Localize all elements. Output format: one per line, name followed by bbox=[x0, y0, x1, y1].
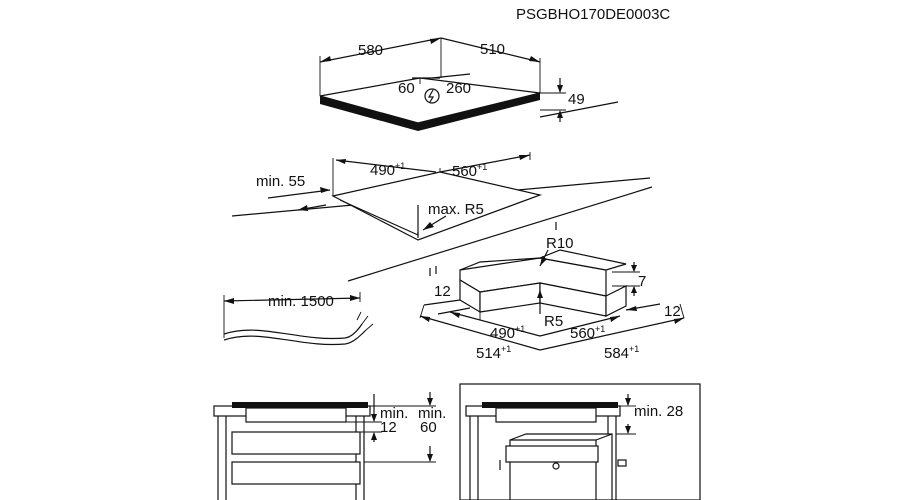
cable-drawing: min. 1500 bbox=[223, 292, 374, 346]
cutout-drawing: min. 55 490+1 560+1 max. R5 bbox=[231, 152, 653, 282]
frame-outer-depth-value: 584 bbox=[604, 345, 629, 362]
drawer-upper bbox=[231, 431, 361, 455]
hob-drawing: 580 510 49 60 260 bbox=[319, 37, 585, 131]
frame-inner-depth-tol: +1 bbox=[595, 324, 605, 334]
hob-width-dim: 580 bbox=[358, 42, 383, 59]
drawer-lower bbox=[231, 461, 361, 485]
cutout-width-tol: +1 bbox=[395, 161, 405, 171]
frame-outer-width-value: 514 bbox=[476, 345, 501, 362]
cable-line bbox=[223, 323, 363, 340]
cutout-depth-value: 560 bbox=[452, 163, 477, 180]
frame-margin-left-dim: 12 bbox=[434, 283, 451, 300]
lightning-icon bbox=[424, 88, 440, 104]
cable-length-dim: min. 1500 bbox=[268, 293, 334, 310]
install-drawers-drawing: min. 12 min. 60 bbox=[213, 392, 446, 500]
install-oven-drawing: min. 28 bbox=[459, 383, 701, 500]
drawers-min-label-b: min. bbox=[418, 405, 446, 422]
cutout-depth-tol: +1 bbox=[477, 162, 487, 172]
frame-outer-depth-tol: +1 bbox=[629, 344, 639, 354]
cutout-opening bbox=[331, 171, 543, 241]
drawers-value-a: 12 bbox=[380, 419, 397, 436]
worktop-edge-top bbox=[539, 101, 619, 118]
frame-outer-width-dim: 514+1 bbox=[476, 344, 511, 362]
hob-depth-dim: 510 bbox=[480, 41, 505, 58]
frame-inner-width-dim: 490+1 bbox=[490, 324, 525, 342]
cutout-depth-dim: 560+1 bbox=[452, 162, 487, 180]
frame-drawing: R10 7 12 12 R5 490+1 560+1 bbox=[419, 235, 685, 362]
cutout-width-value: 490 bbox=[370, 162, 395, 179]
connection-x-dim: 60 bbox=[398, 80, 415, 97]
cutout-width-dim: 490+1 bbox=[370, 161, 405, 179]
hob-side-edge bbox=[418, 93, 540, 131]
frame-inner-radius-dim: R5 bbox=[544, 313, 563, 330]
oven-body bbox=[509, 433, 613, 500]
min-front-dim: min. 55 bbox=[256, 173, 305, 190]
hob-height-dim: 49 bbox=[568, 91, 585, 108]
hob-top-surface bbox=[319, 77, 541, 124]
oven-min-gap-dim: min. 28 bbox=[634, 403, 683, 420]
frame-inner-width-tol: +1 bbox=[515, 324, 525, 334]
cutout-radius-dim: max. R5 bbox=[428, 201, 484, 218]
frame-inner-depth-dim: 560+1 bbox=[570, 324, 605, 342]
frame-outer-depth-dim: 584+1 bbox=[604, 344, 639, 362]
frame-outer-radius-dim: R10 bbox=[546, 235, 574, 252]
frame-height-dim: 7 bbox=[638, 273, 646, 290]
frame-outer-width-tol: +1 bbox=[501, 344, 511, 354]
document-code: PSGBHO170DE0003C bbox=[516, 6, 670, 23]
frame-inner-depth-value: 560 bbox=[570, 325, 595, 342]
frame-margin-right-dim: 12 bbox=[664, 303, 681, 320]
drawers-min-label-a: min. bbox=[380, 405, 408, 422]
oven-panel-frame bbox=[459, 383, 701, 500]
hob-front-edge bbox=[320, 96, 418, 131]
drawers-value-b: 60 bbox=[420, 419, 437, 436]
connection-y-dim: 260 bbox=[446, 80, 471, 97]
